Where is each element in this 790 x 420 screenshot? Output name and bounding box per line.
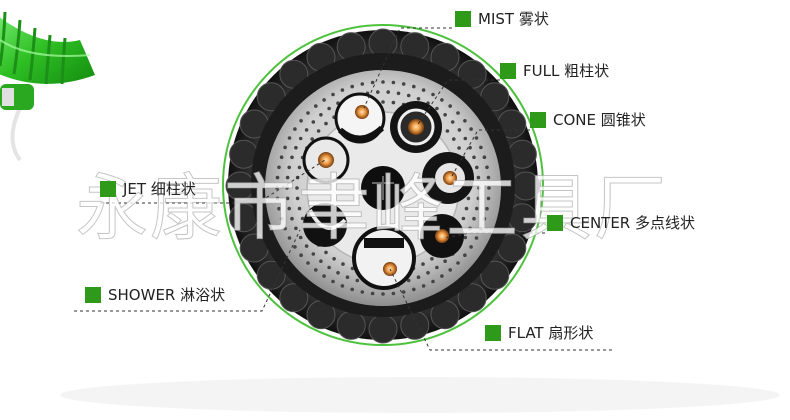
green-square-marker	[530, 112, 546, 128]
outlet-full	[390, 101, 442, 153]
outlet-flat	[352, 226, 416, 290]
label-full: FULL 粗柱状	[500, 62, 609, 80]
outlet-shower	[303, 203, 347, 247]
label-jet-text: JET 细柱状	[123, 180, 196, 198]
green-square-marker	[85, 287, 101, 303]
label-jet: JET 细柱状	[100, 180, 196, 198]
label-center-text: CENTER 多点线状	[570, 214, 696, 232]
green-square-marker	[547, 215, 563, 231]
hose-graphic	[0, 11, 95, 162]
outlet-jet	[302, 136, 350, 184]
label-center: CENTER 多点线状	[547, 214, 695, 232]
floor-shadow	[60, 377, 780, 413]
label-mist-text: MIST 雾状	[478, 10, 549, 28]
label-shower-text: SHOWER 淋浴状	[108, 286, 226, 304]
label-full-text: FULL 粗柱状	[523, 62, 610, 80]
outlet-center	[361, 166, 405, 210]
label-shower: SHOWER 淋浴状	[85, 286, 225, 304]
nozzle-outer-ring	[222, 24, 544, 346]
label-mist: MIST 雾状	[455, 10, 549, 28]
green-square-marker	[485, 325, 501, 341]
leader-lines	[74, 27, 612, 351]
label-cone: CONE 圆锥状	[530, 111, 646, 129]
label-flat-text: FLAT 扇形状	[508, 324, 594, 342]
outlet-center-right	[420, 214, 464, 258]
green-square-marker	[455, 11, 471, 27]
label-flat: FLAT 扇形状	[485, 324, 593, 342]
label-cone-text: CONE 圆锥状	[553, 111, 646, 129]
green-square-marker	[100, 181, 116, 197]
outlet-mist	[334, 92, 386, 144]
green-square-marker	[500, 63, 516, 79]
brand-watermark: 永康市聿峰工具厂	[76, 166, 669, 250]
outlet-cone	[422, 152, 474, 204]
